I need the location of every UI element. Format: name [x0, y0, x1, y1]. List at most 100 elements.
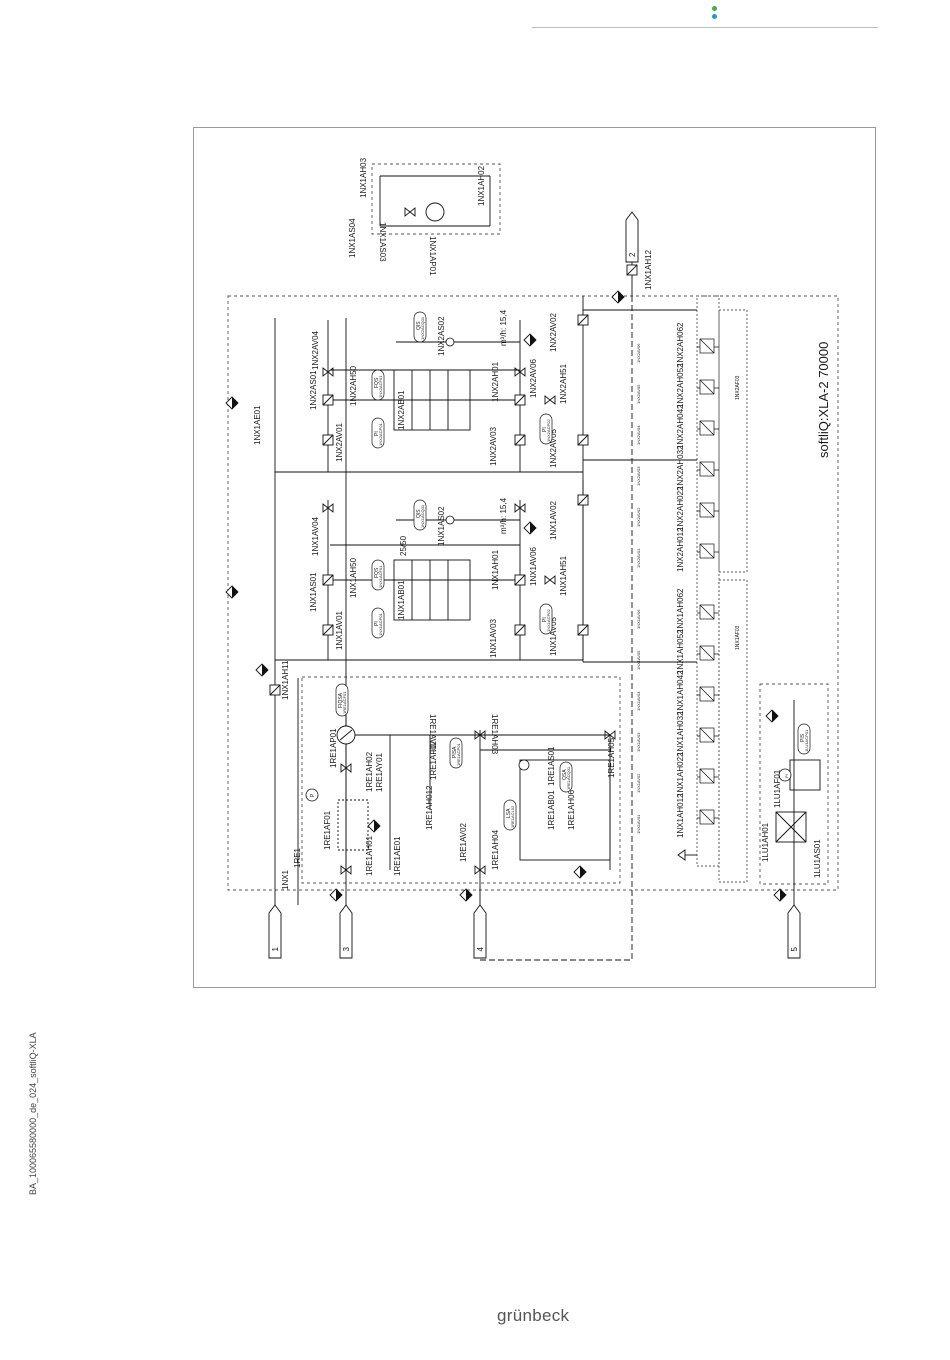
manifold-nx2-valve-label: 1NX2AV05 [636, 384, 641, 404]
manifold-nx2-valve-label: 1NX2AV03 [636, 466, 641, 486]
badge-fqs-nx1: FQS [374, 567, 380, 578]
label-flow2: m³/h: 15,4 [499, 309, 508, 346]
label-nx1ah01: 1NX1AH01 [491, 549, 500, 590]
label-nx1ah12: 1NX1AH12 [644, 249, 653, 290]
label-nx1av05: 1NX1AV05 [549, 616, 558, 656]
badge-pis: PIS [800, 733, 806, 742]
label-nx2ah51: 1NX2AH51 [559, 363, 568, 404]
label-nx1as02: 1NX1AS02 [437, 506, 446, 546]
manifold-nx2-entry: 1NX2AH012 1NX2AV01 [636, 527, 719, 572]
label-nx2ah50: 1NX2AH50 [349, 365, 358, 406]
badge-pi-letter: PI [784, 774, 789, 778]
label-nx2ab01: 1NX2AB01 [397, 390, 406, 430]
badge-qis-nx1: QIS [416, 509, 422, 518]
port-4: 4 [473, 904, 487, 959]
badge-pi-nx1b: PI [542, 617, 548, 622]
manifold-nx1-label: 1NX1AH042 [676, 670, 685, 715]
label-nx2as02: 1NX2AS02 [437, 316, 446, 356]
manifold-nx2-label: 1NX2AH032 [676, 445, 685, 490]
instrument-circle-icons [305, 337, 792, 802]
label-re1af02: 1RE1AF02 [429, 740, 438, 780]
header-rule [532, 27, 878, 28]
brand-dots-icon [710, 4, 720, 24]
label-re1ah01: 1RE1AH01 [365, 835, 374, 876]
badge-qis-nx2: QIS [416, 321, 422, 330]
instrument-badges: PI 1NX1ACP01 PI 1NX1ACP02 FQS 1NX1ACF01 … [310, 311, 811, 831]
badge-qsa: QSA [562, 769, 568, 780]
manifold-nx2-valve-label: 1NX2AV04 [636, 425, 641, 445]
manifold-nx2-valve-label: 1NX2AV06 [636, 343, 641, 363]
badge-pisa-id: 1RE1ACP01 [456, 743, 461, 766]
port-2-label: 2 [628, 252, 637, 257]
label-nx1as01: 1NX1AS01 [309, 572, 318, 612]
port-4-label: 4 [476, 947, 485, 952]
brand-logo: grünbeck [497, 1306, 570, 1325]
label-re1ah012: 1RE1AH012 [425, 785, 434, 830]
label-nx1av03: 1NX1AV03 [489, 618, 498, 658]
port-3: 3 [339, 904, 353, 959]
label-nx1ap01: 1NX1AP01 [428, 236, 437, 276]
label-re1ah02: 1RE1AH02 [365, 751, 374, 792]
label-dn: 25/50 [399, 535, 408, 556]
label-nx1av06: 1NX1AV06 [529, 546, 538, 586]
badge-lsa: LSA [506, 808, 512, 818]
label-re1ap01: 1RE1AP01 [329, 728, 338, 768]
badge-qis-nx2-id: 1NX2ACQ01 [420, 316, 425, 340]
label-nx1as03: 1NX1AS03 [378, 222, 387, 262]
port-2: 2 [625, 211, 639, 263]
manifold-nx2-entry: 1NX2AH032 1NX2AV03 [636, 445, 719, 490]
label-nx1av01: 1NX1AV01 [335, 610, 344, 650]
port-5-label: 5 [790, 947, 799, 952]
manifold-nx2-label: 1NX2AH012 [676, 527, 685, 572]
label-nx1ah51: 1NX1AH51 [559, 555, 568, 596]
manifold-nx2-label: 1NX2AH062 [676, 322, 685, 367]
badge-qsa-id: 1RE1ACQ01 [566, 766, 571, 790]
manifold-nx2-label: 1NX2AH022 [676, 486, 685, 531]
label-nx2av05: 1NX2AV05 [549, 428, 558, 468]
badge-fiqsa: FIQSA [338, 692, 344, 708]
label-lu1af01: 1LU1AF01 [773, 769, 782, 808]
document-id: BA_100065580000_de_024_softliQ-XLA [28, 1032, 38, 1195]
label-re1as01: 1RE1AS01 [547, 746, 556, 786]
badge-lsa-id: 1RE1ACL02 [510, 805, 515, 828]
label-nx1av02: 1NX1AV02 [549, 500, 558, 540]
label-lu1as01: 1LU1AS01 [813, 839, 822, 878]
badge-pis-id: 1LU1ACP01 [804, 729, 809, 752]
badge-fqs-nx2-id: 1NX2ACF01 [378, 375, 383, 398]
badge-pi-nx2b-id: 1NX2ACP02 [546, 419, 551, 442]
manifold-nx1-label: 1NX1AH022 [676, 752, 685, 797]
label-nx2as01: 1NX2AS01 [309, 370, 318, 410]
manifold-nx2-label: 1NX2AH052 [676, 363, 685, 408]
label-nx2av01: 1NX2AV01 [335, 422, 344, 462]
manifold-nx1-label: 1NX1AH052 [676, 629, 685, 674]
manifold-nx1-valve-label: 1NX1AV06 [636, 609, 641, 629]
label-flow1: m³/h: 15,4 [499, 497, 508, 534]
badge-qis-nx1-id: 1NX1ACQ01 [420, 504, 425, 528]
manifold-nx1-entry: 1NX1AH052 1NX1AV05 [636, 629, 719, 674]
label-re1ah04: 1RE1AH04 [491, 829, 500, 870]
label-re1av01: 1RE1AV01 [428, 714, 437, 754]
manifold-nx2-entry: 1NX2AH052 1NX2AV05 [636, 363, 719, 408]
port-1: 1 [268, 904, 282, 959]
badge-fiqsa-id: 1RE1ACF01 [342, 691, 347, 714]
manifold-nx1-valve-label: 1NX1AV03 [636, 732, 641, 752]
diagram-frame [193, 127, 876, 988]
label-re1af01: 1RE1AF01 [323, 810, 332, 850]
badge-pi-nx2a: PI [374, 431, 380, 436]
label-re1ah05: 1RE1AH05 [607, 737, 616, 778]
badge-pi-nx2a-id: 1NX2ACP01 [378, 423, 383, 446]
label-nx1ah50: 1NX1AH50 [349, 557, 358, 598]
label-re1ay01: 1RE1AY01 [375, 752, 384, 792]
port-5: 5 [787, 904, 801, 959]
blue-dot-icon [712, 14, 717, 19]
manifold-nx2-valve-label: 1NX2AV01 [636, 548, 641, 568]
green-dot-icon [712, 6, 717, 11]
label-re1ah03: 1RE1AH03 [490, 714, 499, 755]
manifold-nx1-valve-label: 1NX1AV05 [636, 650, 641, 670]
